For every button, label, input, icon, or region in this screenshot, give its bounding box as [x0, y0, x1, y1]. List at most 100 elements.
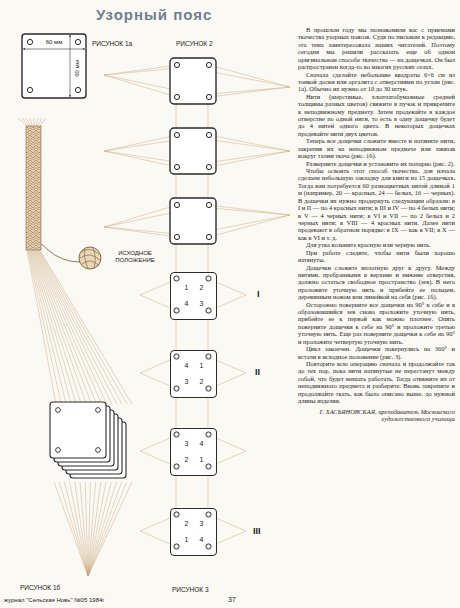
article-text: В прошлом году мы познакомили вас с прие… [298, 26, 455, 422]
thread [208, 396, 209, 428]
hole-number: 3 [198, 520, 205, 528]
weaving-card [170, 58, 216, 104]
card-hole [56, 448, 61, 453]
thread [22, 118, 29, 126]
thread [104, 227, 177, 237]
thread [209, 87, 290, 97]
weaving-card: 4132 [170, 350, 217, 398]
hole-number: 1 [183, 284, 190, 292]
figure-label: РИСУНОК 1б [20, 584, 60, 591]
card-hole [206, 234, 211, 239]
thread [176, 474, 177, 508]
card-stack [50, 402, 126, 478]
thread [209, 135, 290, 151]
card-hole [174, 354, 179, 359]
card-hole [206, 164, 211, 169]
yarn-ball [41, 244, 101, 269]
page-title: Узорный пояс [96, 6, 212, 23]
card-hole [56, 408, 61, 413]
thread [176, 318, 177, 350]
weaving-card: 3421 [170, 428, 217, 476]
article-paragraph: Осторожно поверните все дощечки на 90° к… [298, 301, 455, 346]
thread [36, 118, 38, 126]
figure-label: РИСУНОК 1а [92, 40, 132, 47]
thread [59, 482, 88, 576]
card-hole [174, 234, 179, 239]
thread [208, 172, 209, 198]
thread [38, 118, 42, 126]
article-paragraph: Повторите всю операцию сначала и продолж… [298, 360, 455, 405]
step-numeral: II [255, 367, 260, 377]
thread [35, 250, 102, 404]
card-hole [174, 512, 179, 517]
card-hole [174, 464, 179, 469]
card-pairs-figure-2 [170, 58, 216, 244]
card-hole [206, 512, 211, 517]
page-number: 37 [228, 596, 236, 604]
thread [80, 482, 88, 576]
hole-number: 4 [198, 536, 205, 544]
card-figure-1a [22, 34, 86, 98]
thread [54, 482, 88, 576]
thread [36, 250, 111, 404]
card-hole [174, 132, 179, 137]
thread [64, 482, 88, 576]
card-holes [171, 273, 216, 319]
thread [208, 242, 209, 272]
thread [88, 482, 127, 576]
article-paragraph: Для утка возьмите красную или черную нит… [298, 241, 455, 248]
hole-number: 2 [198, 378, 205, 386]
hole-number: 1 [183, 536, 190, 544]
thread [88, 482, 122, 576]
thread [36, 250, 107, 404]
hole-number: 3 [183, 440, 190, 448]
article-paragraph: При работе следите, чтобы нити были хоро… [298, 249, 455, 264]
weaving-card: 2314 [170, 508, 217, 556]
thread [30, 118, 32, 126]
thread [32, 250, 86, 404]
card-hole [206, 432, 211, 437]
card-hole [174, 202, 179, 207]
card-hole [174, 62, 179, 67]
thread [88, 482, 111, 576]
thread [209, 65, 290, 87]
step-numeral: III [253, 526, 261, 536]
article-paragraph: Разверните дощечки и установите их попар… [298, 160, 455, 167]
thread [209, 205, 290, 215]
weaving-card [50, 402, 106, 458]
hole-number: 2 [183, 520, 190, 528]
figure-label: ИСХОДНОЕ ПОЛОЖЕНИЕ [104, 250, 166, 264]
card-hole [96, 408, 101, 413]
article-paragraph: Дощечки сложите вплотную друг к другу. М… [298, 264, 455, 301]
thread [208, 474, 209, 508]
source-footer: журнал "Сельская Новь" №05 1984г [4, 597, 105, 604]
thread [176, 102, 177, 128]
thread [209, 151, 290, 167]
hole-number: 1 [198, 362, 205, 370]
hole-number: 2 [198, 284, 205, 292]
article-paragraph: Теперь все дощечки сложите вместе и натя… [298, 137, 455, 159]
article-paragraph: Цикл закончен. Дощечки повернулись на 36… [298, 345, 455, 360]
thread [88, 482, 132, 576]
thread [37, 250, 117, 404]
card-hole [174, 94, 179, 99]
thread [209, 215, 290, 237]
hole-number: 4 [183, 362, 190, 370]
thread [104, 65, 177, 75]
card-hole [206, 386, 211, 391]
card-hole [206, 132, 211, 137]
card-hole [206, 544, 211, 549]
thread [75, 482, 88, 576]
thread [40, 118, 46, 126]
thread [176, 172, 177, 198]
hole-number: 2 [183, 456, 190, 464]
hole-number: 3 [198, 300, 205, 308]
step-numeral: I [257, 289, 260, 299]
card-hole [174, 386, 179, 391]
hole-number: 3 [183, 378, 190, 386]
weaving-card [170, 198, 216, 244]
dimension-label: 60 мм [43, 39, 65, 46]
thread [39, 250, 127, 404]
warp-threads [18, 65, 290, 576]
